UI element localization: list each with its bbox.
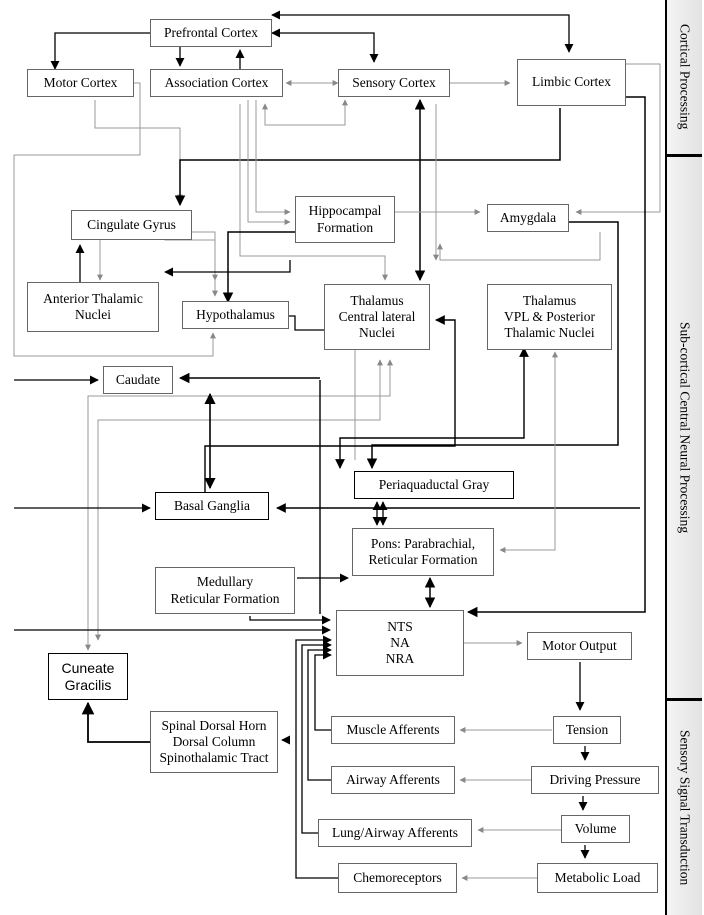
airway-afferents-node: Airway Afferents xyxy=(331,766,455,794)
connector-3 xyxy=(271,10,574,53)
amygdala-node: Amygdala xyxy=(487,204,569,232)
connector-22 xyxy=(192,231,218,297)
muscle-afferents-node: Muscle Afferents xyxy=(331,716,455,744)
hypothalamus-node: Hypothalamus xyxy=(182,301,289,329)
basal-ganglia-node: Basal Ganglia xyxy=(155,492,269,520)
connector-27 xyxy=(164,260,291,277)
side-divider-2 xyxy=(667,698,702,701)
connector-12 xyxy=(174,108,561,207)
chemoreceptors-node: Chemoreceptors xyxy=(338,863,457,893)
connector-57 xyxy=(307,645,332,781)
limbic-cortex-node: Limbic Cortex xyxy=(517,59,626,106)
driving-pressure-node: Driving Pressure xyxy=(531,766,659,794)
cingulate-gyrus-node: Cingulate Gyrus xyxy=(71,210,192,240)
connector-11 xyxy=(94,100,183,201)
side-divider-1 xyxy=(667,154,702,157)
prefrontal-cortex-node: Prefrontal Cortex xyxy=(150,19,272,47)
connector-15 xyxy=(239,104,388,281)
subcortical-processing-label: Sub-cortical Central Neural Processing xyxy=(677,321,693,534)
cuneate-gracilis-node: Cuneate Gracilis xyxy=(48,653,128,700)
motor-cortex-node: Motor Cortex xyxy=(27,69,134,97)
caudate-node: Caudate xyxy=(103,366,173,394)
medullary-reticular-node: Medullary Reticular Formation xyxy=(155,567,295,614)
connector-56 xyxy=(314,650,332,731)
thalamus-vpl-node: Thalamus VPL & Posterior Thalamic Nuclei xyxy=(487,284,612,350)
thalamus-central-lateral-node: Thalamus Central lateral Nuclei xyxy=(324,284,430,350)
connector-10 xyxy=(13,82,216,357)
side-panel-sensory: Sensory Signal Transduction xyxy=(667,701,702,915)
connector-59 xyxy=(295,635,338,879)
connector-13 xyxy=(247,100,291,225)
sensory-transduction-label: Sensory Signal Transduction xyxy=(677,730,693,886)
side-panel-cortical: Cortical Processing xyxy=(667,0,702,154)
hippocampal-formation-node: Hippocampal Formation xyxy=(295,196,395,243)
connector-14 xyxy=(255,100,291,215)
association-cortex-node: Association Cortex xyxy=(150,69,283,97)
connector-58 xyxy=(301,640,332,834)
connector-24 xyxy=(222,231,295,304)
periaquaductal-gray-node: Periaquaductal Gray xyxy=(354,471,514,499)
connector-1 xyxy=(50,32,150,70)
motor-output-node: Motor Output xyxy=(527,632,632,660)
tension-node: Tension xyxy=(553,716,621,744)
spinal-dorsal-horn-node: Spinal Dorsal Horn Dorsal Column Spinoth… xyxy=(150,711,278,773)
connector-21 xyxy=(437,232,601,261)
anterior-thalamic-nuclei-node: Anterior Thalamic Nuclei xyxy=(27,282,159,332)
connector-38 xyxy=(335,347,529,469)
connector-8 xyxy=(575,63,661,215)
connector-61 xyxy=(81,701,150,743)
connector-44 xyxy=(249,615,331,625)
pons-node: Pons: Parabrachial, Reticular Formation xyxy=(352,528,494,576)
connector-16 xyxy=(262,99,348,126)
nts-node: NTS NA NRA xyxy=(336,610,464,676)
volume-node: Volume xyxy=(561,815,630,843)
lung-airway-afferents-node: Lung/Airway Afferents xyxy=(318,819,472,847)
side-panel-subcortical: Sub-cortical Central Neural Processing xyxy=(667,157,702,698)
cortical-processing-label: Cortical Processing xyxy=(677,24,693,130)
sensory-cortex-node: Sensory Cortex xyxy=(338,69,450,97)
side-panel-frame xyxy=(665,0,667,915)
connector-2 xyxy=(271,28,379,63)
connector-9 xyxy=(466,96,646,618)
connector-39 xyxy=(499,351,558,553)
metabolic-load-node: Metabolic Load xyxy=(537,863,658,893)
